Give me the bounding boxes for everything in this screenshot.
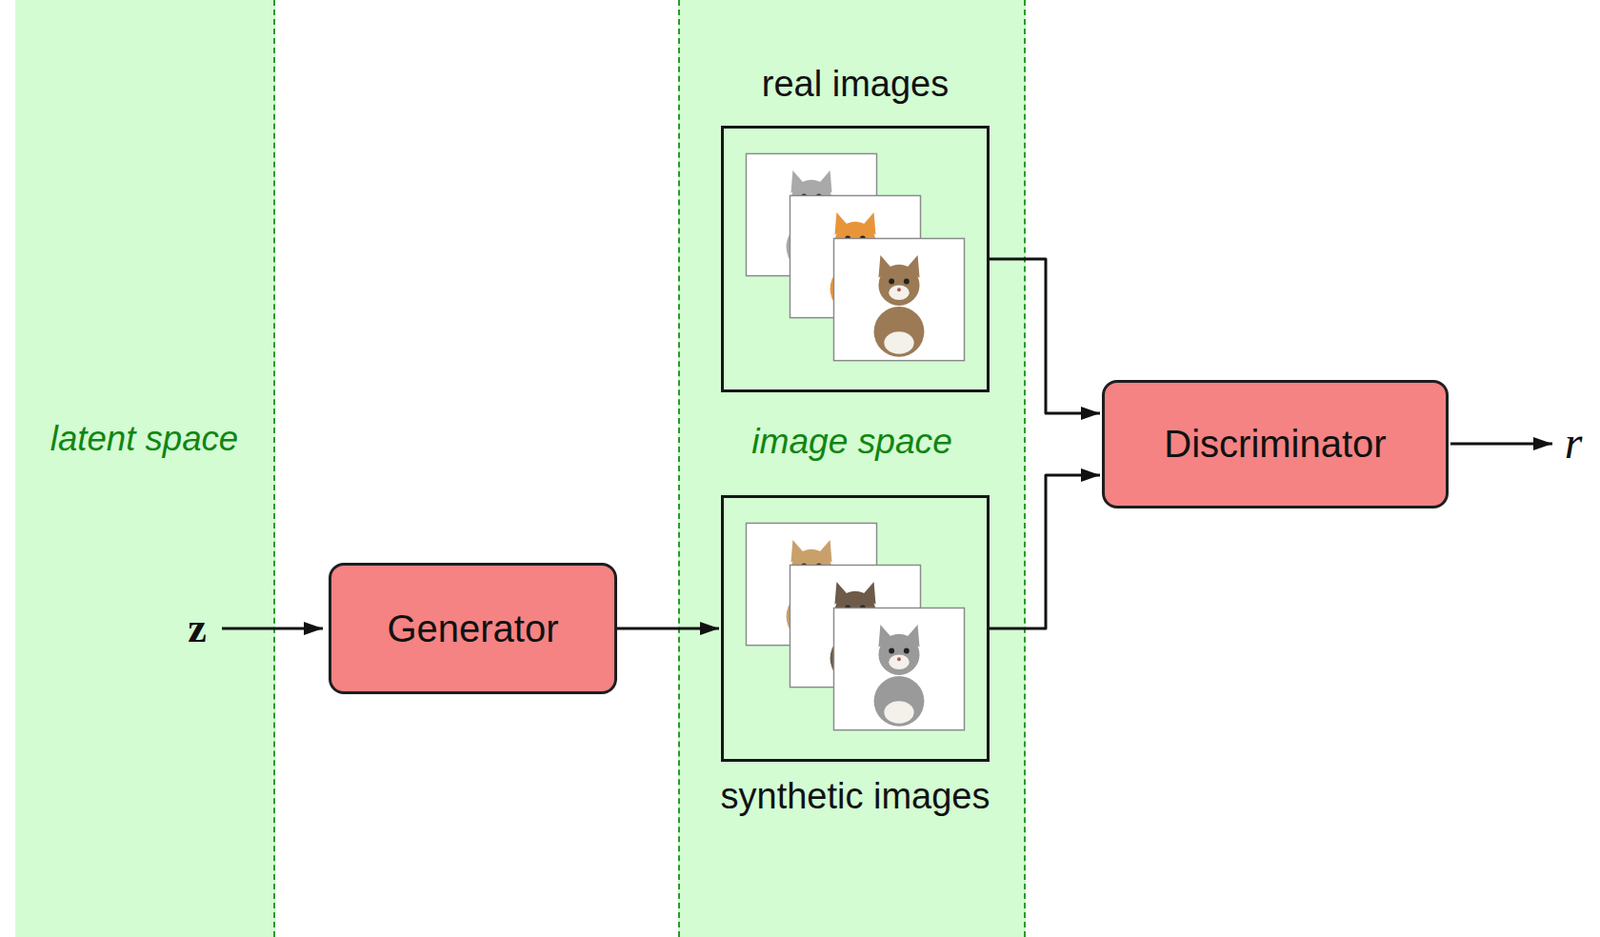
cat-paws: [883, 331, 914, 354]
image-stack: real images: [720, 125, 990, 393]
photo-frame: [833, 607, 964, 730]
cat-muzzle: [888, 284, 910, 300]
box-label: Generator: [386, 607, 559, 651]
box-label: Discriminator: [1163, 422, 1386, 466]
latent-vector: z: [187, 603, 207, 653]
cat-eye: [903, 279, 910, 285]
cat-eye: [888, 648, 895, 655]
photo-frame: [833, 238, 964, 360]
flow-arrow: [989, 259, 1100, 414]
kitten-photos: [723, 128, 987, 390]
cat-nose: [897, 657, 901, 661]
region-band: image space real images synthetic images: [678, 0, 1026, 937]
cat-body: [874, 306, 925, 358]
cat-paws: [883, 700, 914, 723]
cat-muzzle: [888, 654, 910, 670]
region-band: latent space: [15, 0, 276, 937]
region-label: latent space: [15, 419, 274, 460]
cat-nose: [897, 287, 901, 292]
stack-heading: synthetic images: [720, 776, 990, 818]
process-box: Discriminator: [1101, 380, 1449, 509]
output-arrow: [1450, 442, 1553, 446]
flow-arrow: [617, 627, 720, 631]
kitten-photos: [723, 498, 987, 760]
input-arrow: [221, 627, 323, 631]
output-score: r: [1564, 416, 1583, 469]
flow-arrow: [989, 475, 1100, 629]
cat-body: [874, 676, 925, 727]
cat-head: [878, 264, 920, 306]
cat-eye: [888, 279, 895, 285]
cat-head: [878, 634, 920, 676]
process-box: Generator: [328, 562, 618, 695]
stack-heading: real images: [761, 63, 949, 105]
image-stack: synthetic images: [720, 495, 990, 762]
cat-eye: [903, 648, 910, 655]
region-label: image space: [680, 420, 1024, 462]
